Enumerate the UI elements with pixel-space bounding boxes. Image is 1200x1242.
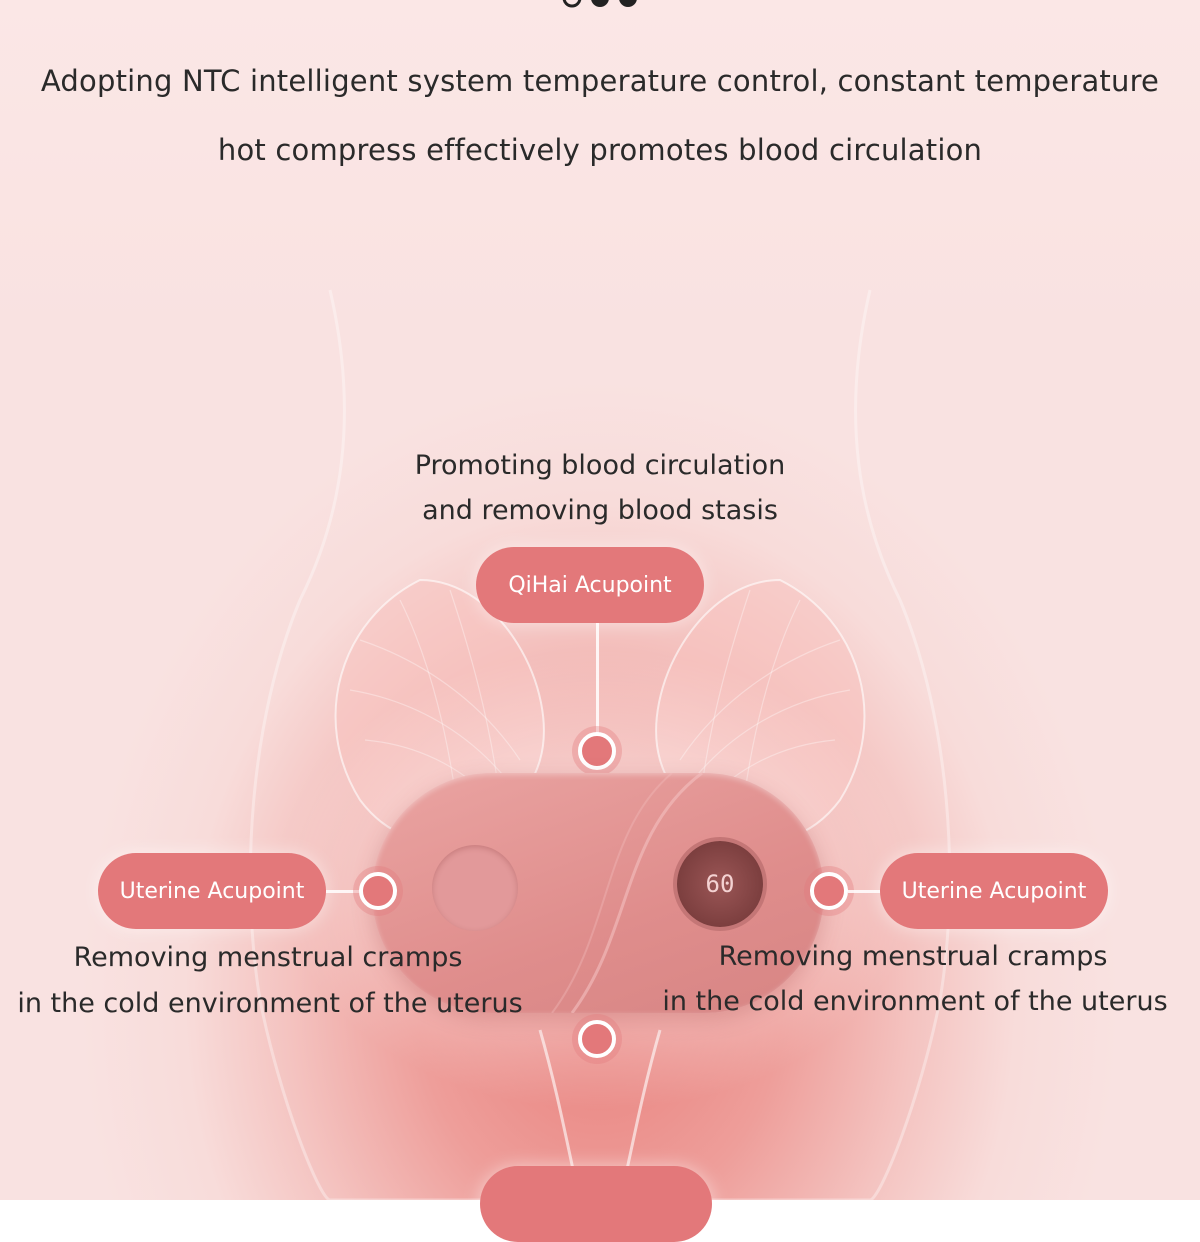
top-caption-line-2: and removing blood stasis: [422, 495, 778, 526]
bottom-acupoint-label: [480, 1166, 712, 1242]
uterine-acupoint-left-label: Uterine Acupoint: [98, 853, 326, 929]
left-caption-line-2: in the cold environment of the uterus: [17, 988, 523, 1019]
uterine-acupoint-right-label: Uterine Acupoint: [880, 853, 1108, 929]
left-caption-line-1: Removing menstrual cramps: [73, 942, 463, 973]
uterine-left-marker: [359, 872, 397, 910]
headline-line-1: Adopting NTC intelligent system temperat…: [40, 64, 1160, 98]
right-caption-line-1: Removing menstrual cramps: [718, 941, 1108, 972]
torso-silhouette: [248, 289, 952, 1200]
power-button: [432, 845, 518, 931]
background-fade: [0, 0, 1200, 330]
headline-line-2: hot compress effectively promotes blood …: [217, 133, 983, 167]
right-caption-line-2: in the cold environment of the uterus: [662, 986, 1168, 1017]
qihai-acupoint-label: QiHai Acupoint: [476, 547, 704, 623]
heating-pad-device: 60: [372, 773, 824, 1013]
temperature-display: 60: [677, 841, 763, 927]
pagination-dots: [562, 0, 637, 8]
lower-marker: [578, 1020, 616, 1058]
uterine-right-marker: [810, 872, 848, 910]
qihai-connector: [596, 623, 599, 733]
top-caption-line-1: Promoting blood circulation: [414, 450, 786, 481]
qihai-marker: [578, 732, 616, 770]
uterine-right-connector: [848, 890, 880, 893]
device-wave-decoration: [551, 773, 703, 1013]
uterine-left-connector: [326, 890, 360, 893]
